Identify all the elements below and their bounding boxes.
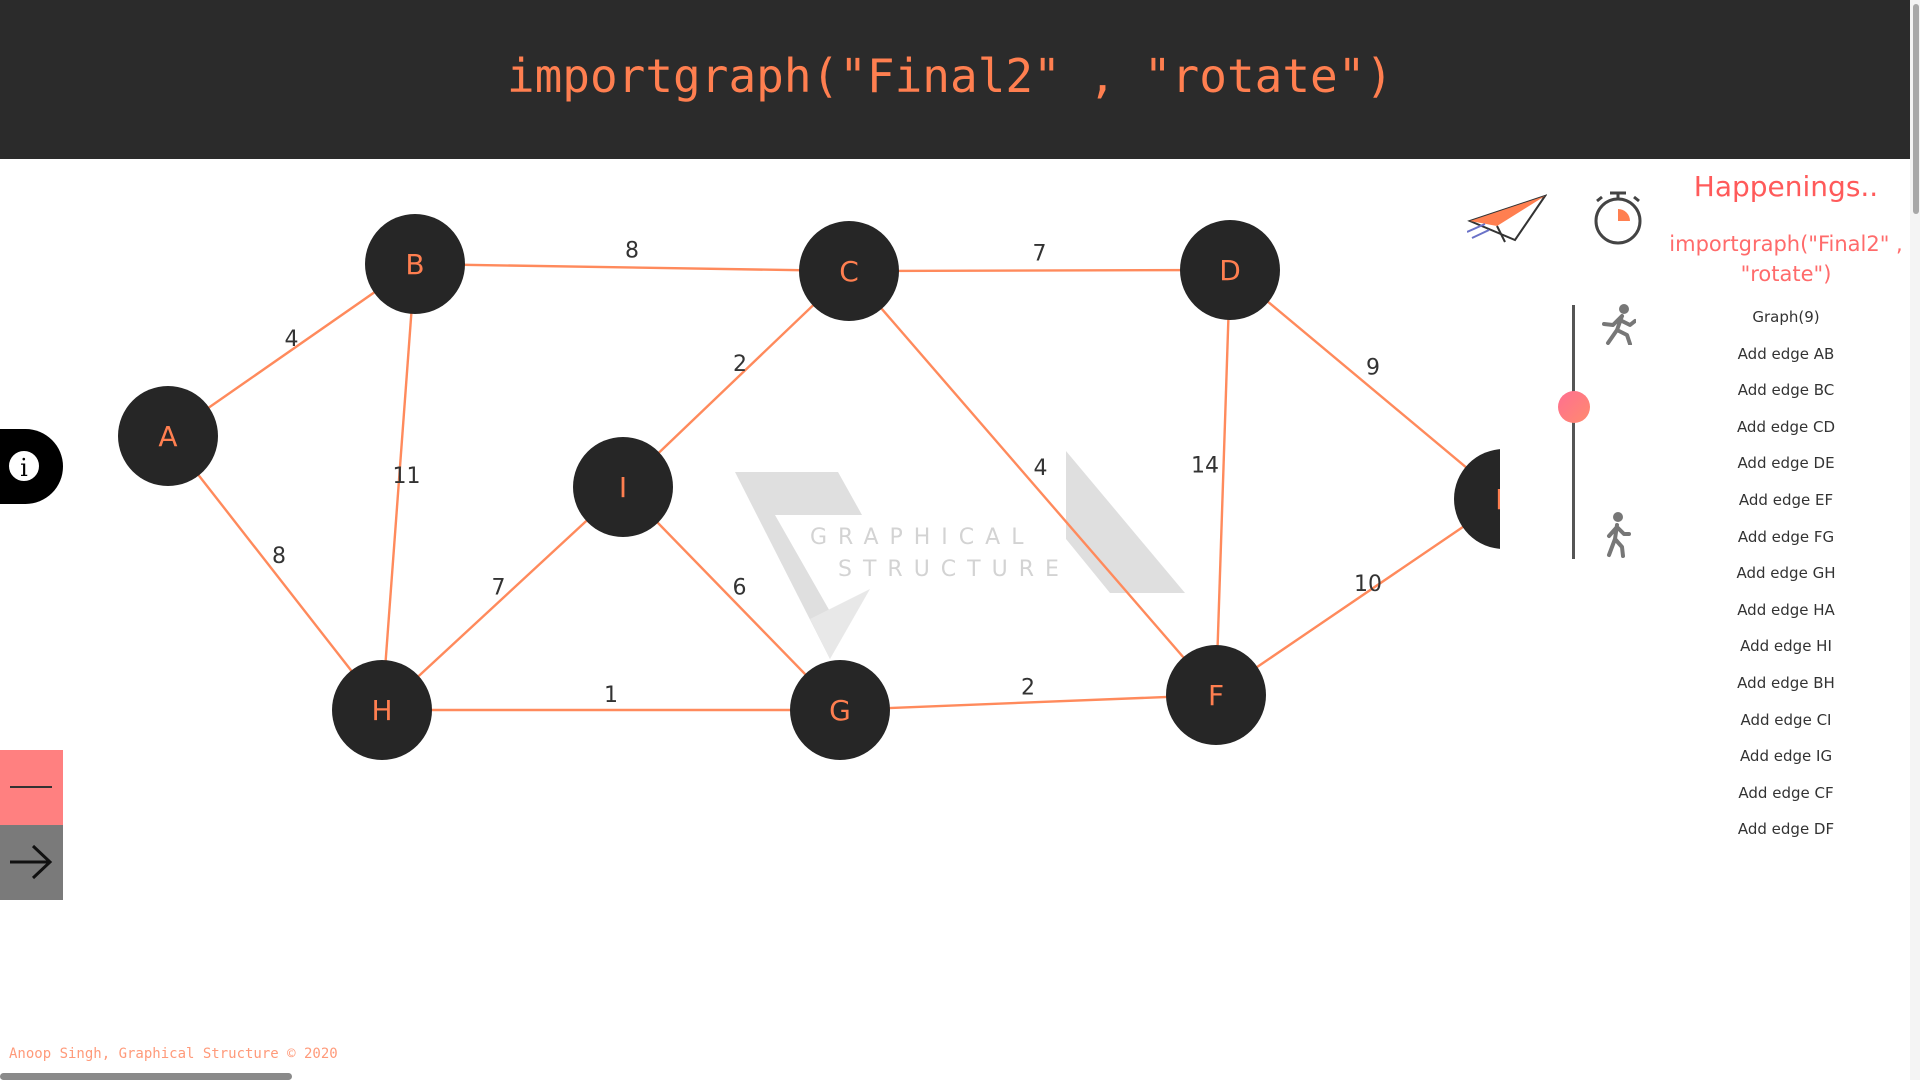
log-entry: Add edge AB [1737, 344, 1835, 363]
info-tab[interactable]: i [0, 429, 63, 504]
edge-weight-ab: 4 [285, 327, 299, 352]
edge-ef[interactable] [1215, 499, 1500, 696]
edge-ab[interactable] [167, 263, 416, 437]
log-entry: Add edge IG [1739, 747, 1833, 766]
horizontal-scrollbar-thumb[interactable] [0, 1073, 292, 1080]
graph-canvas[interactable]: GRAPHICAL STRUCTURE 4 8 7 9 10 2 1 8 7 11 2 6 4 14 A B… [0, 159, 1500, 879]
edges-layer: 4 8 7 9 10 2 1 8 7 11 2 6 4 14 [167, 239, 1500, 712]
node-label: G [829, 694, 851, 727]
node-circle[interactable] [1454, 449, 1500, 549]
watermark-line2: STRUCTURE [838, 557, 1070, 582]
log-entry: Add edge DE [1737, 454, 1835, 473]
node-f[interactable]: F [1166, 645, 1266, 745]
vertical-scrollbar-thumb[interactable] [1913, 4, 1919, 214]
log-entry: Add edge BH [1737, 673, 1835, 692]
log-entry: Add edge FG [1737, 527, 1835, 546]
node-label: D [1219, 254, 1241, 287]
vertical-scrollbar[interactable] [1910, 0, 1920, 1080]
node-circle[interactable] [332, 660, 432, 760]
node-a[interactable]: A [118, 386, 218, 486]
zoom-out-button[interactable] [0, 750, 63, 825]
edge-weight-ig: 6 [733, 576, 747, 601]
node-e[interactable]: E [1454, 449, 1500, 549]
happenings-current-command: importgraph("Final2" , "rotate") [1669, 232, 1903, 286]
log-entry: Graph(9) [1752, 308, 1820, 326]
node-d[interactable]: D [1180, 220, 1280, 320]
edge-ci[interactable] [622, 270, 850, 488]
edge-weight-cf: 4 [1034, 456, 1048, 481]
edge-weight-de: 9 [1366, 356, 1380, 381]
watermark-line1: GRAPHICAL [810, 525, 1034, 550]
node-circle[interactable] [1166, 645, 1266, 745]
speed-slider[interactable] [1558, 305, 1590, 559]
node-circle[interactable] [1180, 220, 1280, 320]
node-label: C [839, 255, 859, 288]
happenings-log: Graph(9) Add edge AB Add edge BC Add edge C… [1668, 299, 1904, 848]
edge-bh[interactable] [380, 263, 417, 711]
paper-plane-icon[interactable] [1467, 188, 1547, 244]
happenings-panel: Happenings.. importgraph("Final2" , "rot… [1668, 170, 1904, 848]
edge-hi[interactable] [381, 486, 624, 711]
log-entry: Add edge BC [1737, 381, 1835, 400]
happenings-title: Happenings.. [1693, 170, 1879, 203]
log-entry: Add edge DF [1737, 820, 1835, 839]
node-circle[interactable] [790, 660, 890, 760]
edge-weight-ef: 10 [1354, 572, 1382, 597]
minus-icon [10, 786, 52, 788]
edge-weight-hi: 7 [492, 576, 506, 601]
edge-ha[interactable] [167, 435, 383, 711]
next-step-button[interactable] [0, 825, 63, 900]
running-person-icon [1602, 304, 1636, 345]
edge-fg[interactable] [839, 693, 1217, 712]
node-g[interactable]: G [790, 660, 890, 760]
node-label: H [371, 694, 392, 727]
edge-weight-ha: 8 [272, 544, 286, 569]
arrow-right-icon [10, 844, 53, 880]
edge-cf[interactable] [848, 270, 1217, 696]
footer-credit: Anoop Singh, Graphical Structure © 2020 [9, 1046, 338, 1062]
edge-weight-gh: 1 [604, 683, 618, 708]
slider-knob[interactable] [1558, 390, 1590, 423]
node-label: A [158, 420, 177, 453]
edge-weight-fg: 2 [1021, 676, 1035, 701]
edge-bc[interactable] [414, 262, 850, 273]
log-entry: Add edge CD [1736, 417, 1836, 436]
node-c[interactable]: C [799, 221, 899, 321]
nodes-layer: A B C D E F G H I [118, 214, 1500, 760]
edge-weight-bh: 11 [393, 464, 421, 489]
node-label: I [619, 471, 627, 504]
walking-person-icon [1607, 512, 1631, 558]
edge-de[interactable] [1229, 269, 1500, 499]
node-i[interactable]: I [573, 437, 673, 537]
log-entry: Add edge HI [1740, 637, 1832, 656]
command-title: importgraph("Final2" , "rotate") [506, 48, 1394, 103]
watermark-logo: GRAPHICAL STRUCTURE [735, 451, 1185, 659]
node-b[interactable]: B [365, 214, 465, 314]
node-circle[interactable] [118, 386, 218, 486]
log-entry: Add edge CI [1740, 710, 1832, 729]
node-h[interactable]: H [332, 660, 432, 760]
edge-weight-ci: 2 [733, 352, 747, 377]
edge-df[interactable] [1214, 269, 1232, 696]
edge-cd[interactable] [848, 268, 1231, 273]
node-label: B [405, 248, 424, 281]
edge-weight-bc: 8 [625, 239, 639, 264]
edge-weight-df: 14 [1191, 454, 1219, 479]
node-circle[interactable] [573, 437, 673, 537]
stopwatch-icon[interactable] [1590, 188, 1646, 248]
edge-ig[interactable] [622, 486, 841, 711]
log-entry: Add edge GH [1736, 564, 1836, 583]
node-label: E [1495, 483, 1500, 516]
slider-track[interactable] [1572, 305, 1575, 559]
log-entry: Add edge CF [1738, 783, 1834, 802]
log-entry: Add edge EF [1738, 490, 1834, 509]
header-bar: importgraph("Final2" , "rotate") [0, 0, 1910, 159]
log-entry: Add edge HA [1737, 600, 1835, 619]
node-circle[interactable] [365, 214, 465, 314]
info-icon[interactable]: i [7, 449, 41, 483]
node-label: F [1208, 679, 1224, 712]
edge-weight-cd: 7 [1033, 242, 1047, 267]
node-circle[interactable] [799, 221, 899, 321]
